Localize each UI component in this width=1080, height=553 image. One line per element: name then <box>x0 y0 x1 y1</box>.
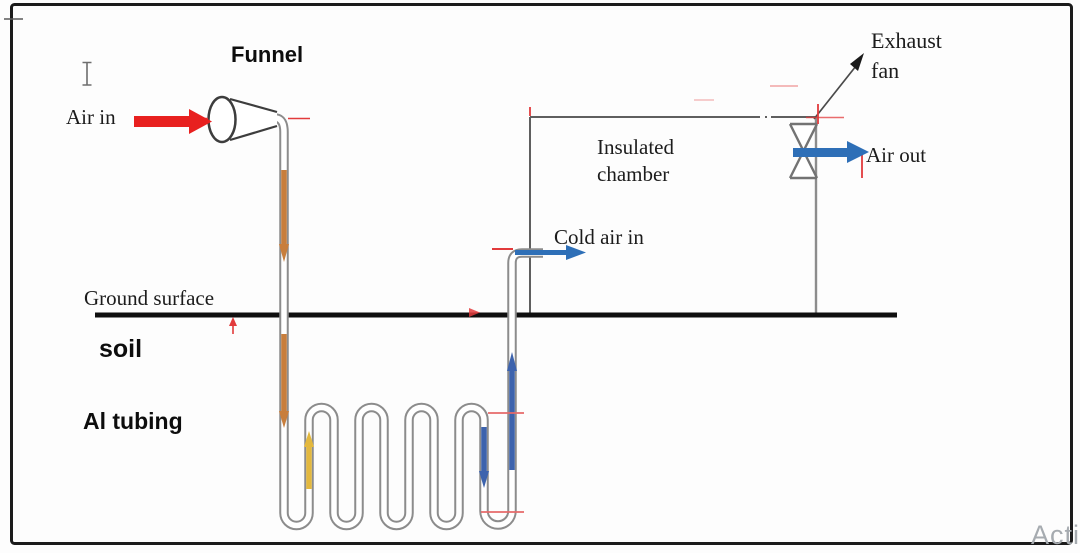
annotation-marks <box>194 85 863 513</box>
serpentine-coil <box>274 113 543 531</box>
warm-flow-arrow-down <box>279 170 289 428</box>
exhaust-fan-pointer-arrow <box>813 53 864 120</box>
ground-surface-label: Ground surface <box>84 286 215 310</box>
cold-air-in-label: Cold air in <box>554 225 644 249</box>
funnel-label: Funnel <box>231 42 304 67</box>
funnel-shape <box>207 95 278 144</box>
watermark: Acti <box>1031 520 1080 550</box>
air-in-arrow <box>134 109 212 134</box>
flow-direction-markers <box>279 170 517 489</box>
air-in-label: Air in <box>66 105 116 129</box>
al-tubing-label: Al tubing <box>83 408 183 434</box>
insulated-chamber-label: Insulated chamber <box>597 135 674 186</box>
mixed-flow-arrow-up <box>304 431 314 489</box>
page-border <box>4 3 1073 545</box>
text-cursor-icon <box>82 61 92 86</box>
air-out-label: Air out <box>866 143 927 167</box>
cold-air-arrow <box>515 245 586 260</box>
air-out-arrow <box>793 141 869 163</box>
cold-flow-arrow-up <box>507 352 517 470</box>
exhaust-fan-label: Exhaust fan <box>871 28 942 83</box>
cold-flow-arrow-down <box>479 427 489 488</box>
soil-label: soil <box>99 335 143 363</box>
exhaust-fan-symbol <box>788 122 819 180</box>
